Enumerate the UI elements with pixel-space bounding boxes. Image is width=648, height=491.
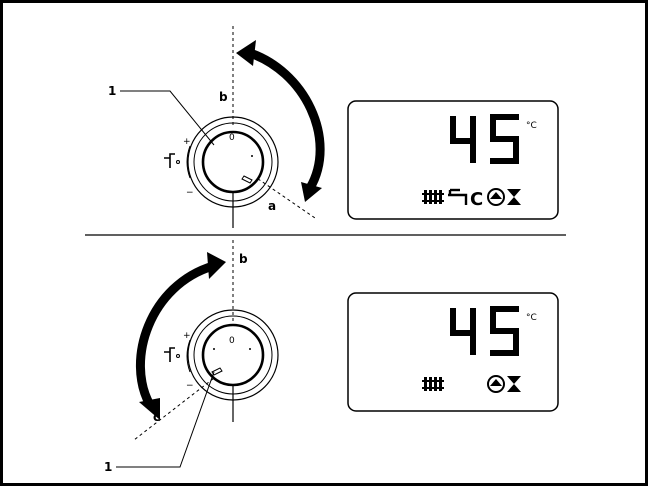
tap-symbol-icon: [164, 347, 180, 362]
tap-symbol-icon: [164, 153, 180, 168]
temperature-knob[interactable]: [187, 116, 279, 228]
digit-5: [490, 306, 519, 356]
minus-label: −: [186, 381, 194, 391]
dial-zero-label: 0: [229, 133, 235, 143]
radiator-icon: [422, 190, 444, 204]
pump-icon: [487, 375, 505, 393]
callout-leader: [116, 371, 215, 468]
callout-leader: [120, 90, 215, 146]
unit-label: °C: [526, 313, 537, 323]
digit-5: [490, 114, 519, 164]
label-b: b: [219, 90, 228, 104]
label-c: c: [153, 410, 160, 424]
plus-label: +: [183, 137, 191, 147]
scale-arc: [186, 339, 191, 373]
label-a: a: [268, 199, 276, 213]
rotation-arrow-counterclockwise: [135, 252, 226, 420]
digit-4: [450, 116, 476, 163]
radiator-icon: [422, 377, 444, 391]
axis-a-line: [247, 171, 316, 219]
scale-arc: [186, 145, 191, 179]
callout-number: 1: [108, 84, 116, 98]
minus-label: −: [186, 188, 194, 198]
top-panel: 0 + − b a 1: [108, 26, 559, 228]
rotation-arrow-clockwise: [236, 40, 325, 202]
display-panel: °C C: [347, 100, 559, 220]
bottom-panel: 0 + − b c 1: [104, 240, 559, 474]
callout-number: 1: [104, 460, 112, 474]
plus-label: +: [183, 331, 191, 341]
unit-label: °C: [526, 121, 537, 131]
tap-icon: [448, 188, 468, 205]
hourglass-icon: [507, 376, 521, 392]
pump-icon: [487, 188, 505, 206]
display-panel: °C: [347, 292, 559, 412]
digit-4: [450, 308, 476, 355]
burner-c-icon: C: [470, 189, 483, 210]
dial-zero-label: 0: [229, 336, 235, 346]
label-b: b: [239, 252, 248, 266]
hourglass-icon: [507, 189, 521, 205]
temperature-knob[interactable]: [187, 309, 279, 422]
